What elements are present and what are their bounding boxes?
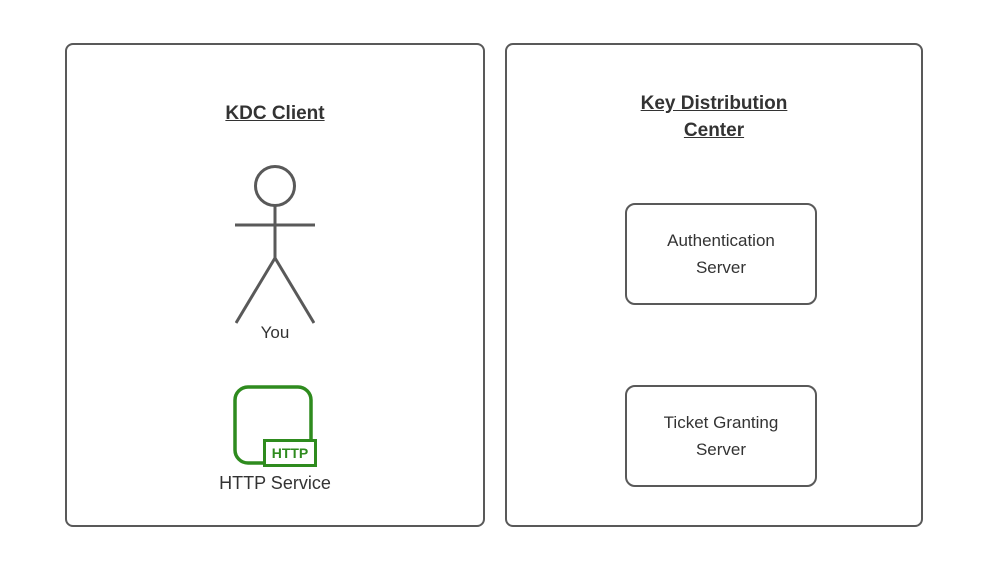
kdc-title: Key Distribution Center bbox=[507, 90, 921, 144]
authentication-server-box: Authentication Server bbox=[625, 203, 817, 305]
authentication-server-label: Authentication Server bbox=[667, 231, 775, 277]
kdc-title-text: Key Distribution Center bbox=[640, 93, 788, 141]
http-badge: HTTP bbox=[263, 439, 317, 467]
key-distribution-center-panel: Key Distribution Center Authentication S… bbox=[505, 43, 923, 527]
actor-icon bbox=[235, 165, 315, 324]
kdc-client-title: KDC Client bbox=[67, 103, 483, 125]
ticket-granting-server-box: Ticket Granting Server bbox=[625, 385, 817, 487]
actor-label: You bbox=[260, 323, 290, 342]
ticket-granting-server-label: Ticket Granting Server bbox=[663, 413, 779, 459]
kdc-client-panel: KDC Client You HTTP HTTP Service bbox=[65, 43, 485, 527]
kdc-client-title-text: KDC Client bbox=[225, 103, 325, 124]
http-service-icon: HTTP bbox=[233, 385, 317, 467]
http-service-label: HTTP Service bbox=[219, 473, 331, 493]
